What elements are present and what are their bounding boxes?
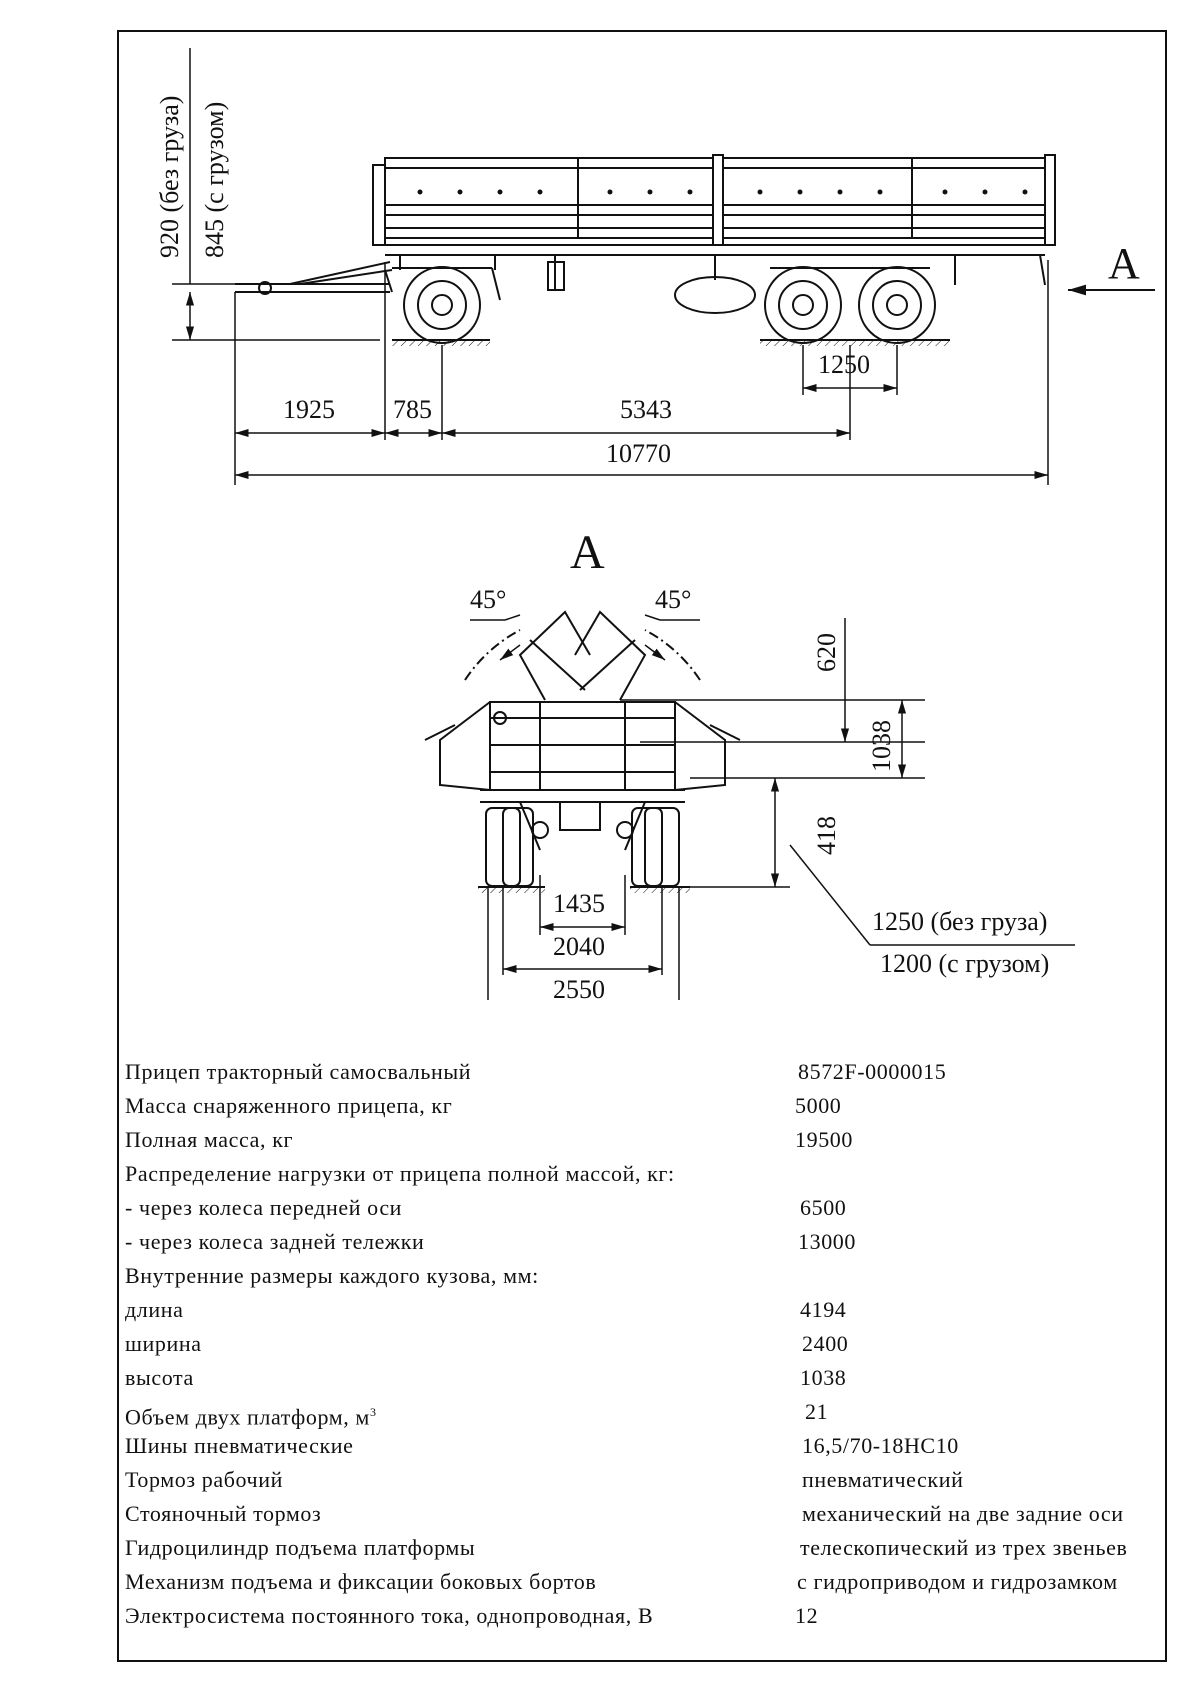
- platform-height-unloaded: 1250 (без груза): [872, 907, 1047, 936]
- width-2550: 2550: [553, 975, 605, 1000]
- side-view: [235, 154, 1056, 346]
- dim-418: 418: [812, 816, 841, 855]
- spec-row: Механизм подъема и фиксации боковых борт…: [125, 1565, 1175, 1599]
- angle-right: 45°: [655, 585, 691, 614]
- rear-body: [722, 154, 1056, 246]
- platform-height-loaded: 1200 (с грузом): [880, 949, 1049, 978]
- spec-row: длина 4194: [125, 1293, 1175, 1327]
- spec-label: Тормоз рабочий: [125, 1467, 283, 1492]
- spec-value: 4194: [800, 1297, 847, 1322]
- dim-1038: 1038: [867, 720, 896, 772]
- drawing-frame: [117, 30, 1167, 1662]
- view-a-marker: A: [1108, 239, 1140, 288]
- spec-label: Электросистема постоянного тока, однопро…: [125, 1603, 654, 1628]
- spec-row: Гидроцилиндр подъема платформы телескопич…: [125, 1531, 1175, 1565]
- spec-row: Объем двух платформ, м3 21: [125, 1395, 1175, 1429]
- spec-row: - через колеса передней оси 6500: [125, 1191, 1175, 1225]
- spec-row: - через колеса задней тележки 13000: [125, 1225, 1175, 1259]
- dim-620: 620: [812, 633, 841, 672]
- rear-wheel-1: [764, 266, 842, 344]
- spec-value: 1038: [800, 1365, 847, 1390]
- spec-value: 13000: [798, 1229, 856, 1254]
- spec-label: Распределение нагрузки от прицепа полной…: [125, 1161, 675, 1186]
- spec-row: Полная масса, кг 19500: [125, 1123, 1175, 1157]
- dim-front-overhang: 785: [393, 395, 432, 424]
- spec-value: 5000: [795, 1093, 842, 1118]
- spec-row: Распределение нагрузки от прицепа полной…: [125, 1157, 1175, 1191]
- spec-row: Электросистема постоянного тока, однопро…: [125, 1599, 1175, 1633]
- spec-label: - через колеса задней тележки: [125, 1229, 425, 1254]
- spec-label: Объем двух платформ, м: [125, 1404, 370, 1430]
- rear-view: [424, 610, 741, 893]
- spec-value: 12: [795, 1603, 819, 1628]
- spec-label: ширина: [125, 1331, 202, 1356]
- spec-row: Внутренние размеры каждого кузова, мм:: [125, 1259, 1175, 1293]
- spec-value: 8572F-0000015: [798, 1059, 947, 1084]
- dim-wheelbase: 5343: [620, 395, 672, 424]
- dim-bogie-base: 1250: [818, 350, 870, 379]
- track-1435: 1435: [553, 889, 605, 918]
- spec-label: Внутренние размеры каждого кузова, мм:: [125, 1263, 539, 1288]
- rear-wheel-2: [858, 266, 936, 344]
- spec-value: механический на две задние оси: [802, 1501, 1124, 1526]
- spec-row: ширина 2400: [125, 1327, 1175, 1361]
- spec-value: 6500: [800, 1195, 847, 1220]
- spec-label: Гидроцилиндр подъема платформы: [125, 1535, 476, 1560]
- height-unloaded-label: 920 (без груза): [155, 96, 184, 258]
- spec-value: телескопический из трех звеньев: [800, 1535, 1128, 1560]
- spec-row: Прицеп тракторный самосвальный 8572F-0000…: [125, 1055, 1175, 1089]
- drawbar: [235, 261, 393, 295]
- track-2040: 2040: [553, 932, 605, 961]
- dim-total-length: 10770: [606, 439, 671, 468]
- side-dimensions: [172, 48, 1155, 485]
- spec-row: Масса снаряженного прицепа, кг 5000: [125, 1089, 1175, 1123]
- front-body: [372, 154, 724, 246]
- spec-value: 16,5/70-18НС10: [802, 1433, 959, 1458]
- spec-label: длина: [125, 1297, 184, 1322]
- technical-drawing: 920 (без груза) 845 (с грузом) A 1925 78…: [155, 48, 1155, 1000]
- rear-dimensions: [470, 614, 1075, 1000]
- spec-row: высота 1038: [125, 1361, 1175, 1395]
- height-loaded-label: 845 (с грузом): [200, 102, 229, 258]
- spec-value: 21: [805, 1399, 829, 1424]
- spec-label: Прицеп тракторный самосвальный: [125, 1059, 472, 1084]
- spec-label: высота: [125, 1365, 194, 1390]
- angle-left: 45°: [470, 585, 506, 614]
- spec-label: Масса снаряженного прицепа, кг: [125, 1093, 453, 1118]
- spec-label: - через колеса передней оси: [125, 1195, 403, 1220]
- spec-row: Шины пневматические 16,5/70-18НС10: [125, 1429, 1175, 1463]
- spec-row: Стояночный тормоз механический на две зад…: [125, 1497, 1175, 1531]
- spec-label: Механизм подъема и фиксации боковых борт…: [125, 1569, 597, 1594]
- spec-label: Стояночный тормоз: [125, 1501, 322, 1526]
- spec-label: Шины пневматические: [125, 1433, 354, 1458]
- spec-value: с гидроприводом и гидрозамком: [797, 1569, 1118, 1594]
- spec-value: 2400: [802, 1331, 849, 1356]
- spec-value: пневматический: [802, 1467, 964, 1492]
- spec-row: Тормоз рабочий пневматический: [125, 1463, 1175, 1497]
- rear-view-title: A: [570, 526, 605, 579]
- spec-label-superscript: 3: [369, 1405, 377, 1419]
- dim-drawbar: 1925: [283, 395, 335, 424]
- front-wheel: [392, 266, 501, 344]
- spec-label: Полная масса, кг: [125, 1127, 294, 1152]
- spec-value: 19500: [795, 1127, 853, 1152]
